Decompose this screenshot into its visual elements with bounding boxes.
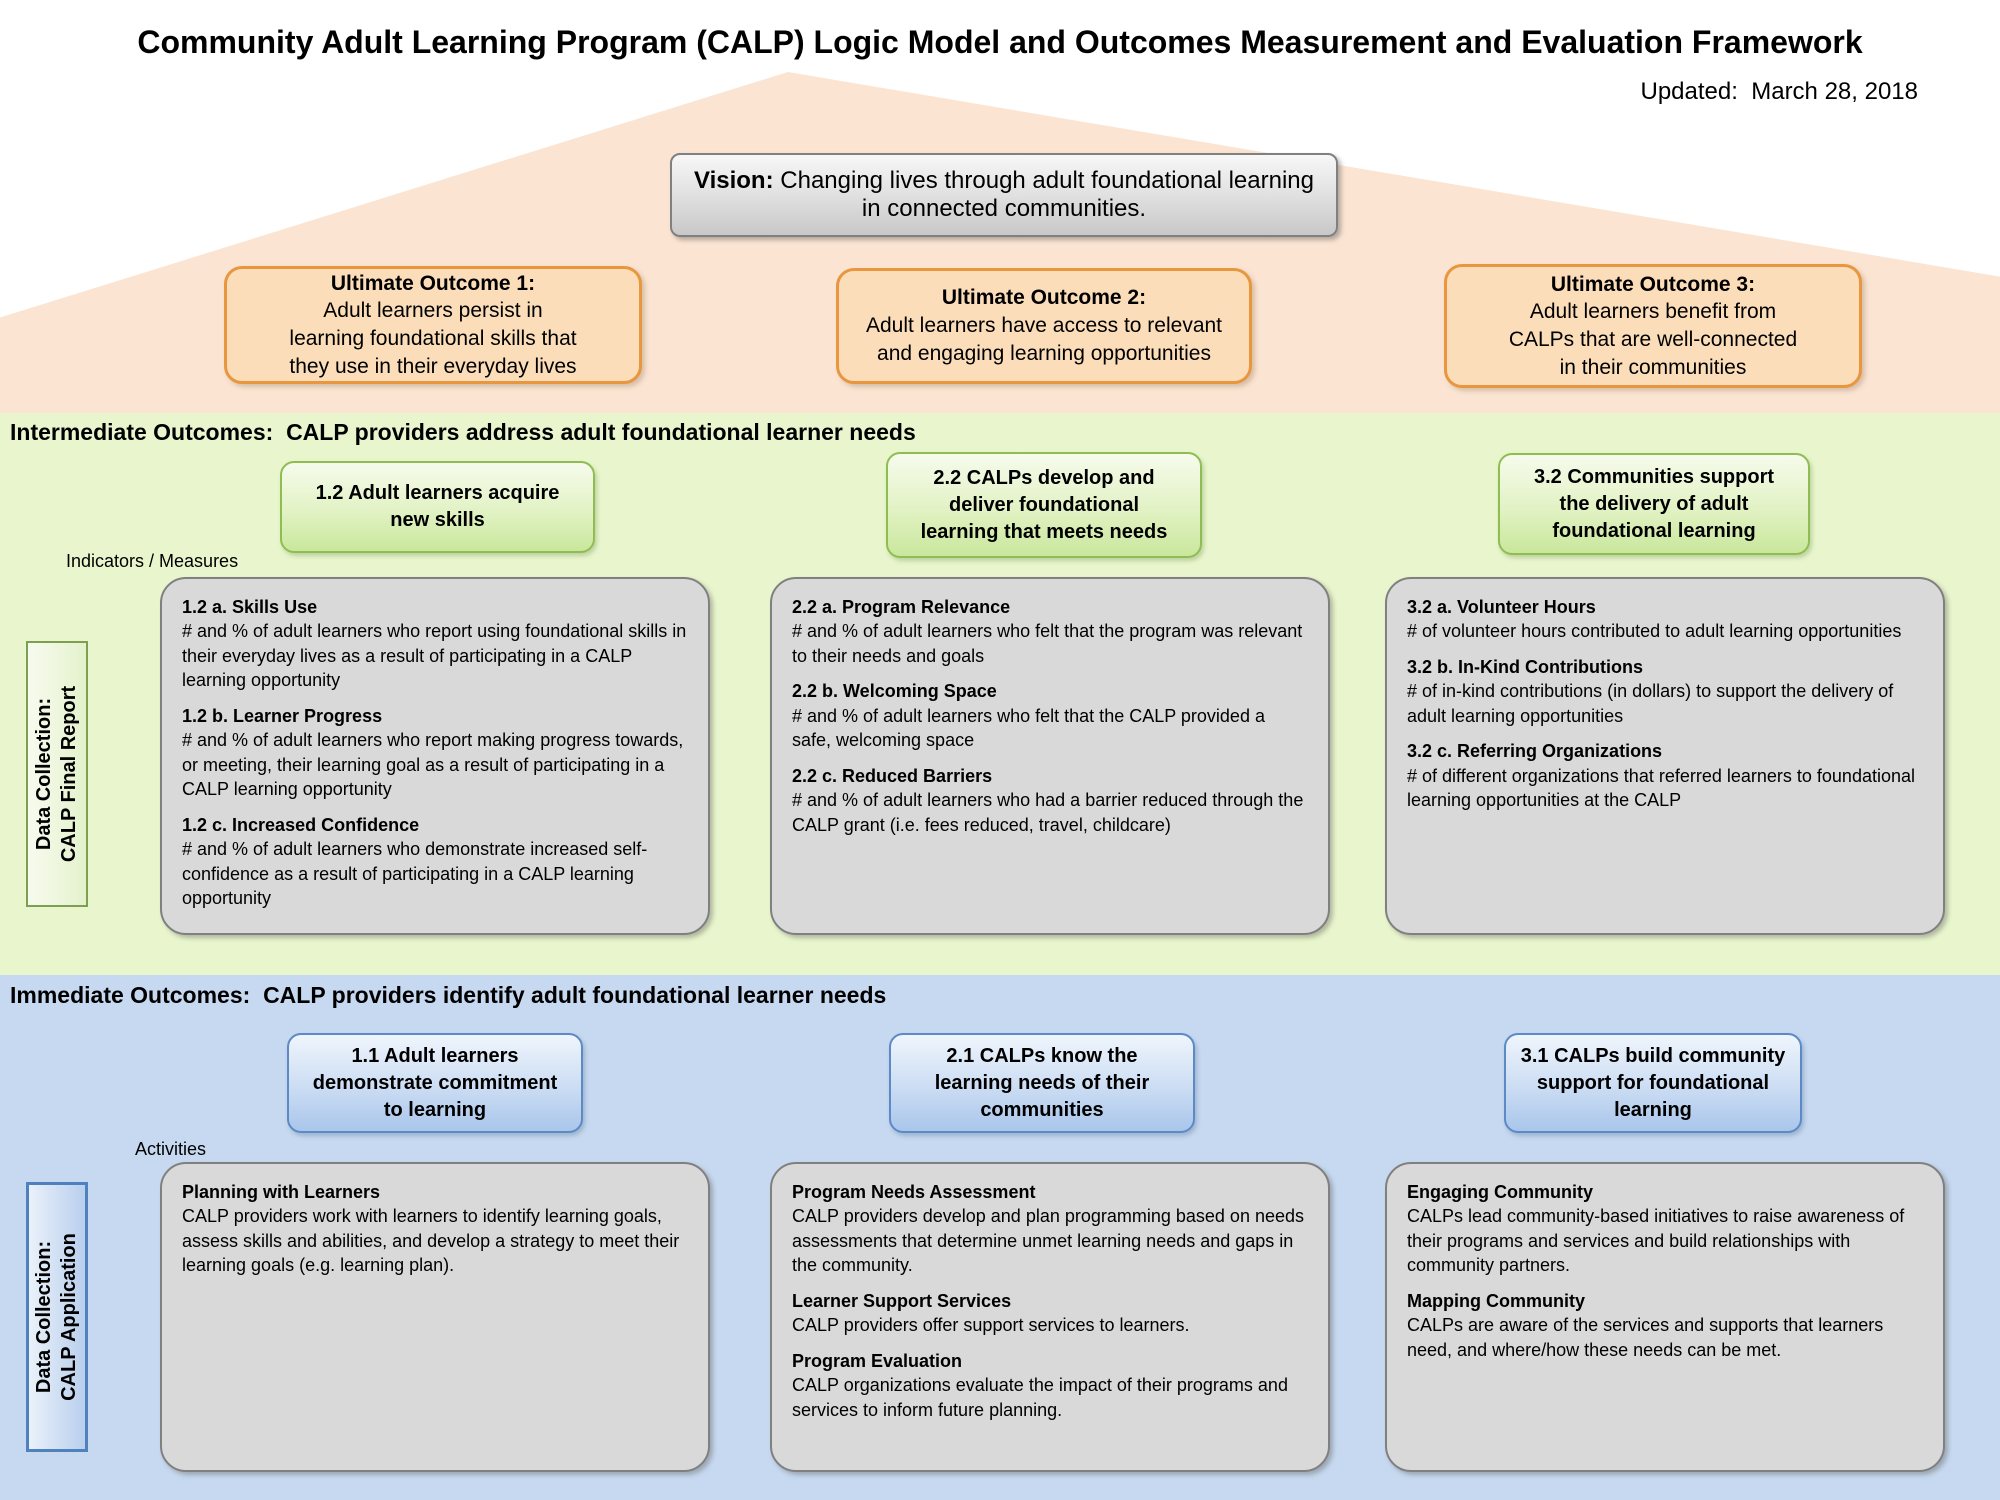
indicator-heading: 1.2 c. Increased Confidence bbox=[182, 814, 420, 835]
indicator-text: # and % of adult learners who report usi… bbox=[182, 621, 687, 691]
indicator-heading: 1.2 a. Skills Use bbox=[182, 597, 318, 617]
indicator-text: # and % of adult learners who felt that … bbox=[792, 705, 1265, 751]
indicators-measures-label: Indicators / Measures bbox=[66, 551, 239, 571]
ultimate-outcome-2-text: Adult learners have access to relevant a… bbox=[865, 314, 1223, 365]
indicators-box-1-2: 1.2 a. Skills Use # and % of adult learn… bbox=[160, 577, 710, 935]
ultimate-outcome-2-box: Ultimate Outcome 2: Adult learners have … bbox=[836, 268, 1252, 384]
page-title: Community Adult Learning Program (CALP) … bbox=[137, 24, 1863, 60]
indicator-text: # of different organizations that referr… bbox=[1407, 765, 1915, 811]
activity-text: CALPs lead community-based initiatives t… bbox=[1407, 1206, 1905, 1276]
activity-heading: Program Evaluation bbox=[792, 1350, 963, 1371]
indicator-text: # and % of adult learners who demonstrat… bbox=[182, 839, 648, 909]
activities-box-1: Planning with Learners CALP providers wo… bbox=[160, 1162, 710, 1472]
data-collection-application-box: Data Collection: CALP Application bbox=[26, 1182, 88, 1452]
activity-text: CALP providers offer support services to… bbox=[792, 1315, 1190, 1336]
indicator-item: 3.2 a. Volunteer Hours # of volunteer ho… bbox=[1407, 595, 1923, 644]
data-collection-final-report-box: Data Collection: CALP Final Report bbox=[26, 641, 88, 907]
ultimate-outcome-3-box: Ultimate Outcome 3: Adult learners benef… bbox=[1444, 264, 1862, 388]
ultimate-outcome-1-text: Adult learners persist in learning found… bbox=[289, 299, 577, 378]
ultimate-outcome-2-title: Ultimate Outcome 2: bbox=[941, 286, 1147, 310]
outcome-3-1-box: 3.1 CALPs build community support for fo… bbox=[1504, 1033, 1802, 1133]
vision-box: Vision: Changing lives through adult fou… bbox=[670, 153, 1338, 237]
indicator-item: 2.2 c. Reduced Barriers # and % of adult… bbox=[792, 764, 1308, 837]
activity-heading: Mapping Community bbox=[1407, 1290, 1585, 1311]
outcome-1-1-box: 1.1 Adult learners demonstrate commitmen… bbox=[287, 1033, 583, 1133]
indicator-heading: 3.2 b. In-Kind Contributions bbox=[1407, 656, 1643, 677]
indicator-item: 2.2 b. Welcoming Space # and % of adult … bbox=[792, 679, 1308, 752]
indicator-heading: 2.2 b. Welcoming Space bbox=[792, 681, 997, 702]
indicator-text: # and % of adult learners who had a barr… bbox=[792, 790, 1304, 835]
activity-heading: Planning with Learners bbox=[182, 1182, 381, 1202]
outcome-3-2-box: 3.2 Communities support the delivery of … bbox=[1498, 453, 1810, 555]
indicator-text: # and % of adult learners who felt that … bbox=[792, 621, 1303, 666]
updated-date: Updated: March 28, 2018 bbox=[1640, 78, 1918, 105]
vision-label: Vision: bbox=[694, 167, 774, 194]
activities-label: Activities bbox=[135, 1139, 207, 1159]
indicator-item: 3.2 b. In-Kind Contributions # of in-kin… bbox=[1407, 655, 1923, 728]
outcome-1-2-box: 1.2 Adult learners acquire new skills bbox=[280, 461, 595, 553]
activity-item: Program Evaluation CALP organizations ev… bbox=[792, 1349, 1308, 1422]
activity-text: CALP providers develop and plan programm… bbox=[792, 1206, 1304, 1276]
activities-box-3: Engaging Community CALPs lead community-… bbox=[1385, 1162, 1945, 1472]
outcome-2-2-box: 2.2 CALPs develop and deliver foundation… bbox=[886, 452, 1202, 558]
indicator-heading: 2.2 c. Reduced Barriers bbox=[792, 765, 993, 786]
activity-heading: Program Needs Assessment bbox=[792, 1182, 1036, 1202]
indicator-heading: 3.2 c. Referring Organizations bbox=[1407, 741, 1663, 762]
indicators-box-2-2: 2.2 a. Program Relevance # and % of adul… bbox=[770, 577, 1330, 935]
activity-text: CALP organizations evaluate the impact o… bbox=[792, 1375, 1288, 1420]
activity-text: CALP providers work with learners to ide… bbox=[182, 1206, 680, 1276]
indicator-heading: 3.2 a. Volunteer Hours bbox=[1407, 597, 1596, 617]
activity-heading: Learner Support Services bbox=[792, 1290, 1012, 1311]
indicator-text: # of volunteer hours contributed to adul… bbox=[1407, 621, 1902, 642]
indicator-text: # and % of adult learners who report mak… bbox=[182, 730, 684, 800]
indicator-item: 1.2 b. Learner Progress # and % of adult… bbox=[182, 704, 688, 802]
indicators-box-3-2: 3.2 a. Volunteer Hours # of volunteer ho… bbox=[1385, 577, 1945, 935]
ultimate-outcome-1-title: Ultimate Outcome 1: bbox=[330, 271, 536, 295]
activity-text: CALPs are aware of the services and supp… bbox=[1407, 1315, 1884, 1360]
vision-text: Vision: Changing lives through adult fou… bbox=[690, 167, 1318, 223]
activity-item: Program Needs Assessment CALP providers … bbox=[792, 1180, 1308, 1278]
vision-statement: Changing lives through adult foundationa… bbox=[773, 167, 1314, 222]
ultimate-outcome-3-title: Ultimate Outcome 3: bbox=[1550, 272, 1756, 296]
indicator-item: 1.2 a. Skills Use # and % of adult learn… bbox=[182, 595, 688, 693]
immediate-outcomes-heading: Immediate Outcomes: CALP providers ident… bbox=[10, 982, 887, 1008]
activities-box-2: Program Needs Assessment CALP providers … bbox=[770, 1162, 1330, 1472]
indicator-item: 3.2 c. Referring Organizations # of diff… bbox=[1407, 739, 1923, 812]
outcome-2-1-box: 2.1 CALPs know the learning needs of the… bbox=[889, 1033, 1195, 1133]
activity-heading: Engaging Community bbox=[1407, 1182, 1593, 1202]
intermediate-outcomes-heading: Intermediate Outcomes: CALP providers ad… bbox=[10, 419, 916, 445]
indicator-item: 1.2 c. Increased Confidence # and % of a… bbox=[182, 813, 688, 911]
ultimate-outcome-1-box: Ultimate Outcome 1: Adult learners persi… bbox=[224, 266, 642, 384]
indicator-heading: 2.2 a. Program Relevance bbox=[792, 597, 1011, 617]
indicator-text: # of in-kind contributions (in dollars) … bbox=[1407, 681, 1894, 726]
activity-item: Learner Support Services CALP providers … bbox=[792, 1289, 1308, 1338]
activity-item: Mapping Community CALPs are aware of the… bbox=[1407, 1289, 1923, 1362]
indicator-item: 2.2 a. Program Relevance # and % of adul… bbox=[792, 595, 1308, 668]
activity-item: Planning with Learners CALP providers wo… bbox=[182, 1180, 688, 1278]
activity-item: Engaging Community CALPs lead community-… bbox=[1407, 1180, 1923, 1278]
ultimate-outcome-3-text: Adult learners benefit from CALPs that a… bbox=[1508, 300, 1798, 379]
data-collection-final-report-label: Data Collection: CALP Final Report bbox=[33, 685, 80, 863]
data-collection-application-label: Data Collection: CALP Application bbox=[33, 1233, 80, 1401]
indicator-heading: 1.2 b. Learner Progress bbox=[182, 705, 383, 726]
